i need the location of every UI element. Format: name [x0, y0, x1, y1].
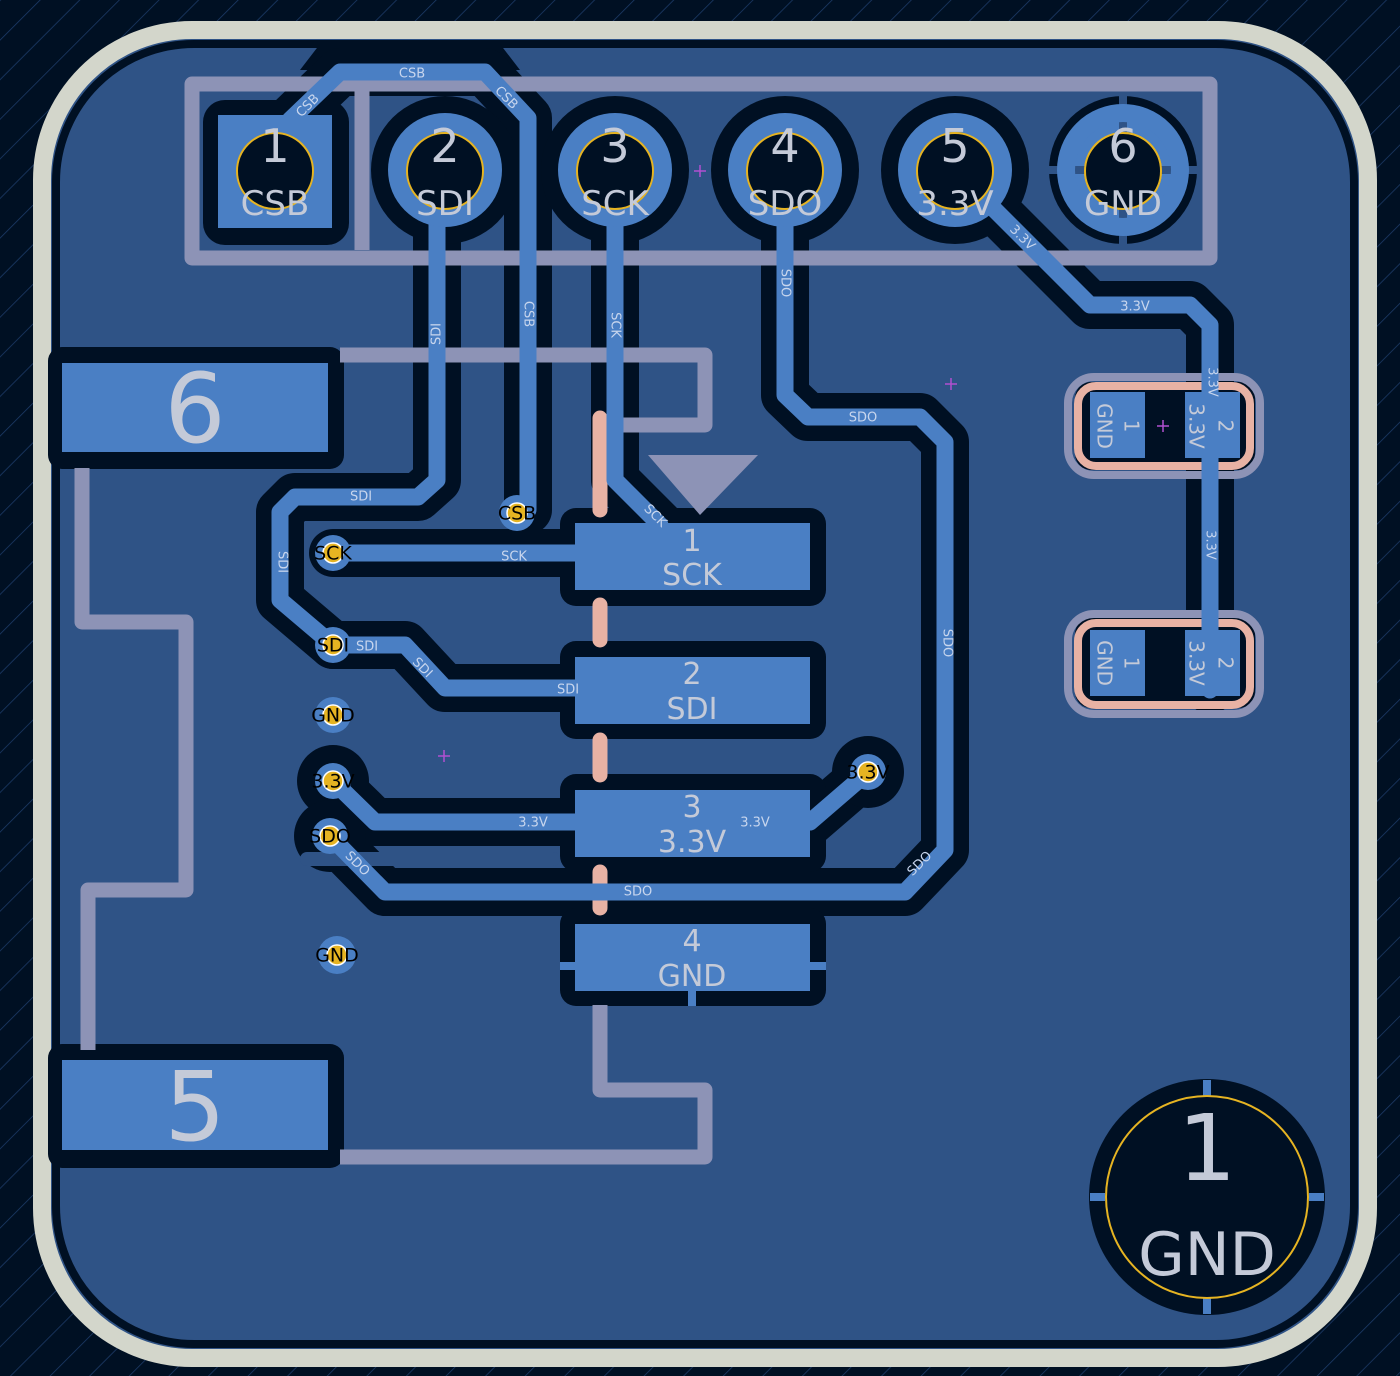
capacitor-c2[interactable]: 1 GND 2 3.3V	[1090, 630, 1240, 696]
via-3v3[interactable]: 3.3V	[311, 763, 355, 799]
track-label: 3.3V	[1120, 300, 1150, 315]
header-pad-3[interactable]: 3 SCK	[558, 113, 672, 227]
via-label: 3.3V	[311, 771, 354, 793]
via-label: GND	[311, 705, 355, 727]
track-sdo	[321, 161, 954, 901]
track-label: SDI	[430, 323, 445, 345]
zone-clearance	[52, 40, 1358, 1348]
track-label: 3.3V	[518, 816, 548, 831]
mounting-hole[interactable]: 1 GND	[1090, 1080, 1324, 1314]
track-label: SDI	[350, 490, 372, 505]
pad-number: 3	[600, 119, 629, 173]
silkscreen	[74, 76, 1264, 1165]
via-sck[interactable]: SCK	[314, 535, 352, 571]
via-label: GND	[315, 945, 359, 967]
pad-number: 1	[1120, 420, 1144, 433]
pad-net: SCK	[662, 558, 723, 593]
pad-number: 1	[1120, 657, 1144, 670]
track-label: SDI	[275, 551, 290, 573]
pad-net: CSB	[241, 184, 310, 224]
pad-net: GND	[1138, 1220, 1276, 1290]
sensor-pad-2[interactable]: 2 SDI	[575, 657, 810, 727]
copper-tracks	[271, 63, 1219, 901]
pad-number: 2	[682, 657, 701, 692]
pad-net: GND	[1084, 184, 1162, 224]
pad-number: 2	[1214, 657, 1238, 670]
track-sdi-2	[324, 636, 584, 697]
sensor-pad-3[interactable]: 3 3.3V	[575, 790, 810, 860]
pad-net: SDI	[667, 692, 718, 727]
pad-net: 3.3V	[1185, 403, 1209, 449]
track-csb	[281, 63, 537, 519]
via-gnd[interactable]: GND	[311, 697, 355, 733]
header-connector: 1 CSB 2 SDI 3 SCK 4 SDO 5 3.3V	[218, 96, 1197, 244]
sensor-module: 1 SCK 2 SDI 3 3.3V 4 GND	[560, 523, 826, 1006]
via-3v3-2[interactable]: 3.3V	[846, 754, 890, 790]
pad-net: SDO	[748, 184, 823, 224]
via-label: 3.3V	[846, 762, 889, 784]
edge-pad-5[interactable]: 5	[62, 1051, 328, 1163]
header-pad-5[interactable]: 5 3.3V	[898, 113, 1012, 227]
pad-number: 2	[430, 119, 459, 173]
pad-number: 6	[1108, 119, 1137, 173]
header-silk-outline	[184, 76, 1218, 266]
track-sdi	[271, 161, 446, 654]
pad-number: 2	[1214, 420, 1238, 433]
pad-net: 3.3V	[1185, 640, 1209, 686]
vias: CSB SCK SDI GND 3.3V SDO GND 3.3V	[309, 495, 890, 974]
pad-number: 3	[682, 790, 701, 825]
header-pad-1[interactable]: 1 CSB	[218, 115, 332, 228]
track-label: SCK	[501, 550, 527, 565]
via-sdi[interactable]: SDI	[315, 627, 351, 663]
via-sdo[interactable]: SDO	[309, 818, 351, 854]
pad-number: 1	[260, 119, 289, 173]
track-label: 3.3V	[1203, 530, 1218, 560]
capacitor-c1[interactable]: 1 GND 2 3.3V	[1090, 392, 1240, 458]
header-pad-4[interactable]: 4 SDO	[728, 113, 842, 227]
via-label: CSB	[498, 503, 536, 525]
pad-number: 4	[770, 119, 799, 173]
pad-number: 4	[682, 924, 701, 959]
pad-net: 3.3V	[916, 184, 993, 224]
via-label: SDI	[317, 635, 349, 657]
anchor-markers	[438, 165, 1169, 762]
track-label: SDI	[557, 683, 579, 698]
pad-net: GND	[1093, 403, 1117, 449]
via-label: SCK	[314, 543, 352, 565]
pad-number: 6	[164, 353, 225, 465]
pad-net: 3.3V	[658, 825, 727, 860]
pad-number: 5	[164, 1051, 225, 1163]
sensor-pad-1[interactable]: 1 SCK	[575, 523, 810, 593]
track-label: SCK	[608, 312, 623, 338]
sensor-pad-4[interactable]: 4 GND	[560, 924, 826, 1006]
edge-pad-6[interactable]: 6	[62, 353, 328, 465]
pad-net: GND	[658, 959, 727, 994]
track-label: SDO	[778, 269, 793, 298]
pad-net: GND	[1093, 640, 1117, 686]
track-label: 3.3V	[740, 816, 770, 831]
track-label: 3.3V	[1205, 367, 1220, 397]
header-pad-6[interactable]: 6 GND	[1049, 96, 1197, 244]
track-label: CSB	[399, 67, 425, 82]
track-sck	[606, 161, 669, 534]
pad-number: 5	[940, 119, 969, 173]
track-label: CSB	[521, 301, 536, 327]
pad-net: SDI	[416, 184, 474, 224]
track-label: SDO	[940, 629, 955, 658]
pad-number: 1	[682, 524, 701, 559]
pad-net: SCK	[581, 184, 650, 224]
via-csb[interactable]: CSB	[498, 495, 536, 531]
track-label: SDO	[624, 885, 653, 900]
header-pad-2[interactable]: 2 SDI	[388, 113, 502, 227]
pin1-marker	[648, 455, 758, 515]
track-label: SDI	[356, 640, 378, 655]
track-label: SDO	[849, 411, 878, 426]
via-label: SDO	[309, 826, 351, 848]
via-gnd-2[interactable]: GND	[315, 936, 359, 974]
pad-number: 1	[1178, 1095, 1237, 1202]
track-3v3-2	[324, 772, 584, 831]
